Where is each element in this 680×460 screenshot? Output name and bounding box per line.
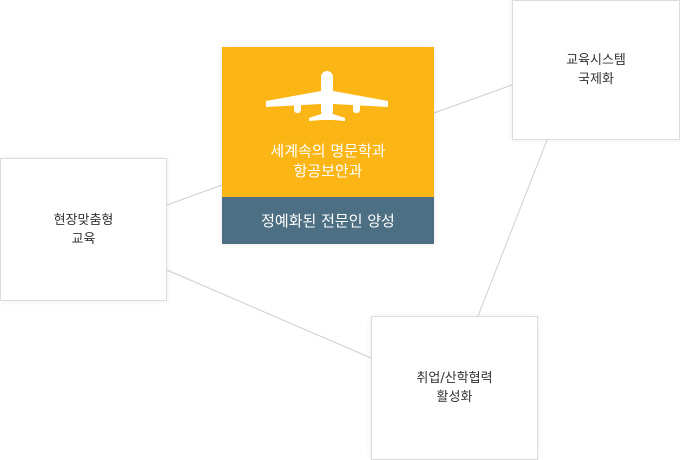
- connector-left-bottom: [166, 269, 372, 359]
- node-education-system-line2: 국제화: [578, 72, 614, 87]
- connector-left-center: [166, 184, 223, 206]
- center-subtitle: 정예화된 전문인 양성: [261, 212, 395, 230]
- center-subtitle-bar: 정예화된 전문인 양성: [222, 197, 434, 244]
- node-education-system: 교육시스템 국제화: [512, 0, 680, 140]
- node-employment-cooperation-line1: 취업/산학협력: [416, 371, 493, 386]
- node-employment-cooperation-line2: 활성화: [436, 390, 473, 405]
- node-education-system-line1: 교육시스템: [566, 53, 626, 68]
- center-title-line1: 세계속의 명문학과: [270, 142, 386, 160]
- node-employment-cooperation: 취업/산학협력 활성화: [371, 316, 538, 460]
- connector-center-topright: [433, 84, 513, 114]
- center-department-card: 세계속의 명문학과 항공보안과 정예화된 전문인 양성: [222, 47, 434, 244]
- airplane-icon: [266, 71, 388, 121]
- center-title-line2: 항공보안과: [293, 162, 363, 180]
- node-field-education-line1: 현장맞춤형: [53, 212, 114, 228]
- node-field-education-line2: 교육: [71, 231, 96, 247]
- node-field-education: 현장맞춤형 교육: [0, 158, 167, 301]
- connector-topright-bottom: [477, 139, 548, 317]
- center-title: 세계속의 명문학과 항공보안과: [222, 141, 434, 181]
